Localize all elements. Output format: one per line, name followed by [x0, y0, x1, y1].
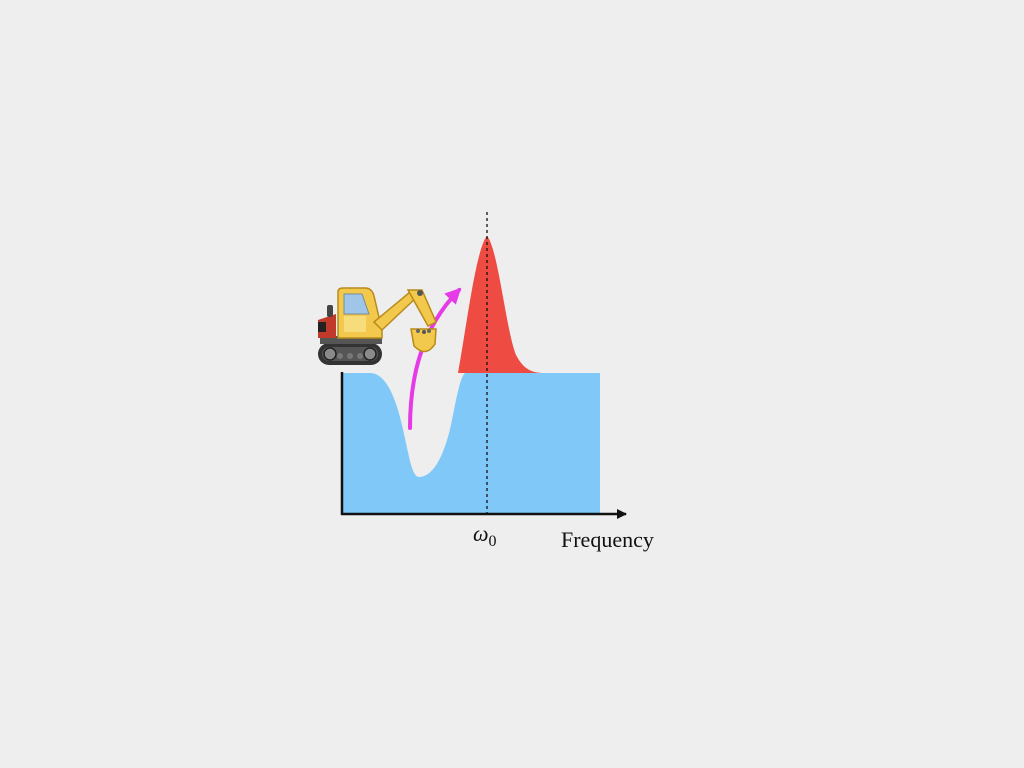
resonance-subscript: 0 [489, 533, 497, 550]
resonance-peak-area [458, 236, 545, 373]
x-axis-label: Frequency [561, 527, 654, 552]
resonance-symbol: ω [473, 521, 489, 546]
curved-arrow-icon [408, 287, 462, 430]
resonance-frequency-label: ω0 [473, 521, 497, 550]
baseline-spectrum-area [343, 373, 600, 513]
excavator-icon [318, 287, 437, 365]
